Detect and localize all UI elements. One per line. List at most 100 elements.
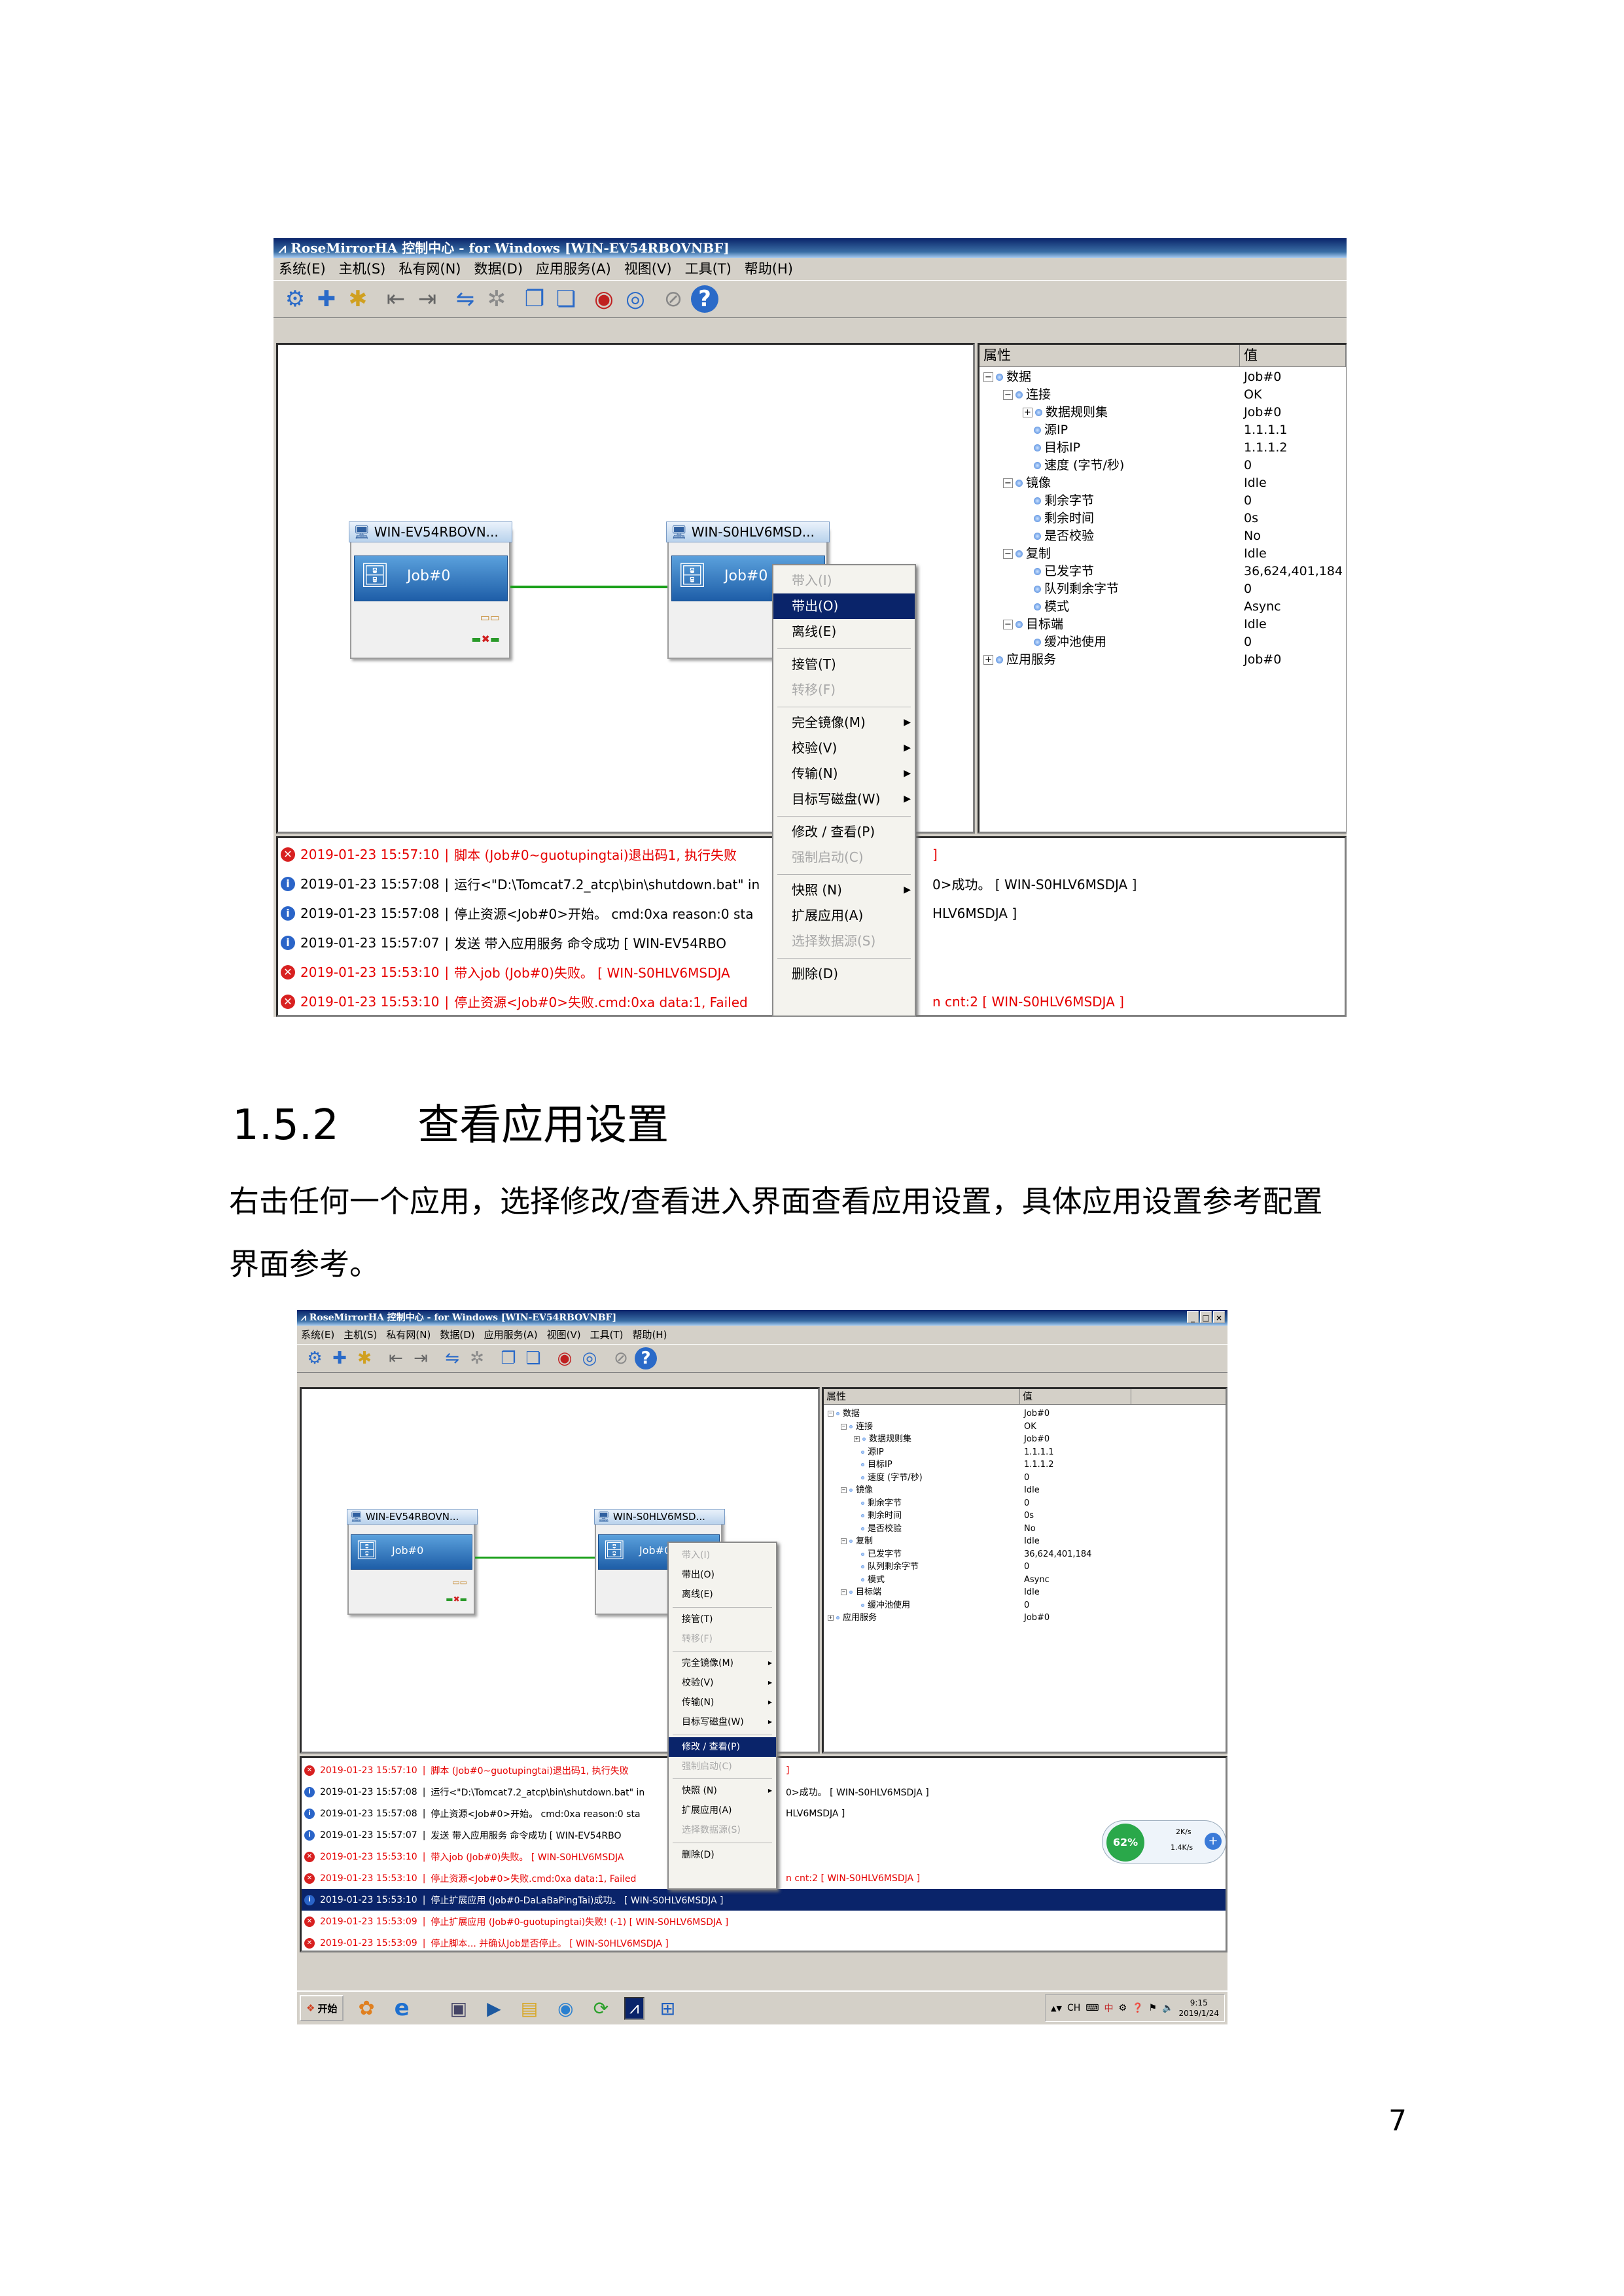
speaker-icon[interactable]: 🔈 bbox=[1162, 2003, 1174, 2013]
flag-icon[interactable]: ⚑ bbox=[1148, 2003, 1157, 2013]
help-icon[interactable]: ? bbox=[635, 1347, 657, 1369]
context-menu-item[interactable]: 传输(N)▶ bbox=[669, 1693, 776, 1712]
property-row[interactable]: −目标端 bbox=[841, 1586, 881, 1599]
property-row[interactable]: 速度 (字节/秒) bbox=[854, 1472, 923, 1485]
ime-indicator[interactable]: 中 bbox=[1104, 2004, 1114, 2014]
property-row[interactable]: +数据规则集 bbox=[854, 1433, 911, 1446]
menu-item[interactable]: 应用服务(A) bbox=[484, 1329, 538, 1341]
menu-item[interactable]: 工具(T) bbox=[590, 1329, 624, 1341]
context-menu-item[interactable]: 快照 (N)▶ bbox=[773, 877, 915, 903]
log-row[interactable]: ✕2019-01-23 15:57:10|脚本 (Job#0~guotuping… bbox=[302, 1759, 1226, 1781]
colorful-app-icon[interactable]: ✿ bbox=[358, 1996, 375, 2020]
export-icon[interactable]: ⇥ bbox=[417, 286, 437, 312]
network-icon[interactable]: ✱ bbox=[348, 286, 368, 312]
collapse-icon[interactable]: − bbox=[1003, 549, 1013, 559]
menu-item[interactable]: 视图(V) bbox=[624, 261, 672, 277]
context-menu-item[interactable]: 离线(E) bbox=[773, 619, 915, 645]
sync-icon[interactable]: ⇋ bbox=[455, 286, 475, 312]
config-icon[interactable]: ✲ bbox=[470, 1349, 484, 1368]
collapse-icon[interactable]: − bbox=[1003, 478, 1013, 488]
property-row[interactable]: +应用服务 bbox=[828, 1612, 877, 1625]
property-row[interactable]: 已发字节 bbox=[1023, 563, 1094, 580]
property-row[interactable]: −数据 bbox=[828, 1407, 860, 1421]
property-row[interactable]: 源IP bbox=[854, 1446, 884, 1459]
status-icon[interactable]: ◎ bbox=[582, 1349, 597, 1368]
clock[interactable]: 9:15 2019/1/24 bbox=[1178, 1998, 1219, 2019]
collapse-icon[interactable]: − bbox=[841, 1487, 847, 1493]
property-row[interactable]: −连接 bbox=[1003, 386, 1051, 404]
context-menu-item[interactable]: 快照 (N)▶ bbox=[669, 1781, 776, 1801]
property-row[interactable]: −复制 bbox=[1003, 545, 1051, 563]
property-row[interactable]: 模式 bbox=[854, 1574, 885, 1587]
context-menu-item[interactable]: 扩展应用(A) bbox=[773, 903, 915, 928]
log-row[interactable]: ✕2019-01-23 15:53:10|带入job (Job#0)失败。 [ … bbox=[302, 1846, 1226, 1867]
log-row[interactable]: ✕2019-01-23 15:53:10|停止资源<Job#0>失败.cmd:0… bbox=[302, 1867, 1226, 1889]
add-host-icon[interactable]: ✚ bbox=[332, 1349, 347, 1368]
network-icon[interactable]: ✱ bbox=[357, 1349, 372, 1368]
property-row[interactable]: +应用服务 bbox=[983, 651, 1056, 669]
log-row[interactable]: ✕2019-01-23 15:53:09|停止脚本... 并确认Job是否停止。… bbox=[302, 1932, 1226, 1951]
property-row[interactable]: 剩余字节 bbox=[1023, 492, 1094, 510]
stop-icon[interactable]: ⊘ bbox=[663, 286, 683, 312]
menu-item[interactable]: 系统(E) bbox=[279, 261, 326, 277]
context-menu-item[interactable]: 接管(T) bbox=[669, 1610, 776, 1629]
context-menu-item[interactable]: 修改 / 查看(P) bbox=[669, 1737, 776, 1757]
property-row[interactable]: 剩余时间 bbox=[854, 1510, 902, 1523]
job-bar[interactable]: 🗄 Job#0 bbox=[354, 556, 508, 601]
sync-icon[interactable]: ⇋ bbox=[445, 1349, 459, 1368]
close-button[interactable]: × bbox=[1213, 1311, 1225, 1323]
expand-icon[interactable]: + bbox=[828, 1615, 834, 1621]
status-icon[interactable]: ◎ bbox=[626, 286, 645, 312]
menu-item[interactable]: 主机(S) bbox=[338, 261, 386, 277]
folder-icon[interactable]: ▤ bbox=[520, 1997, 538, 2019]
expand-icon[interactable]: + bbox=[854, 1436, 860, 1442]
export-icon[interactable]: ⇥ bbox=[414, 1349, 428, 1368]
context-menu-item[interactable]: 删除(D) bbox=[669, 1845, 776, 1865]
stop-icon[interactable]: ⊘ bbox=[614, 1349, 628, 1368]
property-row[interactable]: 是否校验 bbox=[1023, 527, 1094, 545]
network-tool-icon[interactable]: ⊞ bbox=[660, 1997, 676, 2019]
host-connect-icon[interactable]: ⚙ bbox=[285, 286, 306, 312]
maximize-button[interactable]: □ bbox=[1200, 1311, 1212, 1323]
start-button[interactable]: ❖ 开始 bbox=[300, 1995, 344, 2021]
menu-item[interactable]: 主机(S) bbox=[344, 1329, 378, 1341]
context-menu-item[interactable]: 完全镜像(M)▶ bbox=[773, 710, 915, 735]
context-menu-item[interactable]: 校验(V)▶ bbox=[669, 1673, 776, 1693]
property-row[interactable]: −连接 bbox=[841, 1421, 873, 1434]
log-row[interactable]: ✕2019-01-23 15:57:10|脚本 (Job#0~guotuping… bbox=[278, 839, 1345, 869]
rosemirror-taskbar-icon[interactable]: ⩘ bbox=[624, 1996, 644, 2020]
settings-icon[interactable]: ⚙ bbox=[1118, 2003, 1127, 2013]
job-bar[interactable]: 🗄 Job#0 bbox=[351, 1534, 472, 1570]
collapse-icon[interactable]: − bbox=[983, 372, 993, 382]
property-row[interactable]: 速度 (字节/秒) bbox=[1023, 457, 1124, 474]
property-row[interactable]: −镜像 bbox=[841, 1484, 873, 1497]
collapse-icon[interactable]: − bbox=[841, 1423, 847, 1430]
menu-item[interactable]: 私有网(N) bbox=[398, 261, 461, 277]
context-menu-item[interactable]: 传输(N)▶ bbox=[773, 761, 915, 786]
keyboard-icon[interactable]: ⌨ bbox=[1086, 2003, 1099, 2013]
property-row[interactable]: −目标端 bbox=[1003, 616, 1063, 633]
config-icon[interactable]: ✲ bbox=[487, 286, 506, 312]
add-host-icon[interactable]: ✚ bbox=[317, 286, 336, 312]
language-indicator[interactable]: CH bbox=[1067, 2003, 1081, 2013]
context-menu-item[interactable]: 离线(E) bbox=[669, 1585, 776, 1604]
tray-scroll-icon[interactable]: ▲▼ bbox=[1051, 2004, 1062, 2013]
mirror-icon[interactable]: ◉ bbox=[594, 286, 614, 312]
host-node-source[interactable]: 🖥 WIN-EV54RBOVN... 🗄 Job#0 ▭▭ ▬✖▬ bbox=[349, 521, 512, 659]
paste-icon[interactable]: ❏ bbox=[525, 1349, 541, 1368]
ie-browser-icon[interactable]: e bbox=[394, 1995, 410, 2021]
powershell-icon[interactable]: ▶ bbox=[487, 1997, 501, 2019]
help-icon[interactable]: ? bbox=[691, 285, 718, 313]
property-row[interactable]: −复制 bbox=[841, 1535, 873, 1548]
property-row[interactable]: 目标IP bbox=[1023, 439, 1080, 457]
minimize-button[interactable]: _ bbox=[1187, 1311, 1199, 1323]
copy-icon[interactable]: ❐ bbox=[501, 1349, 516, 1368]
control-panel-icon[interactable]: ◉ bbox=[557, 1997, 574, 2019]
property-row[interactable]: 目标IP bbox=[854, 1458, 892, 1472]
property-row[interactable]: 是否校验 bbox=[854, 1523, 902, 1536]
menu-item[interactable]: 系统(E) bbox=[301, 1329, 335, 1341]
